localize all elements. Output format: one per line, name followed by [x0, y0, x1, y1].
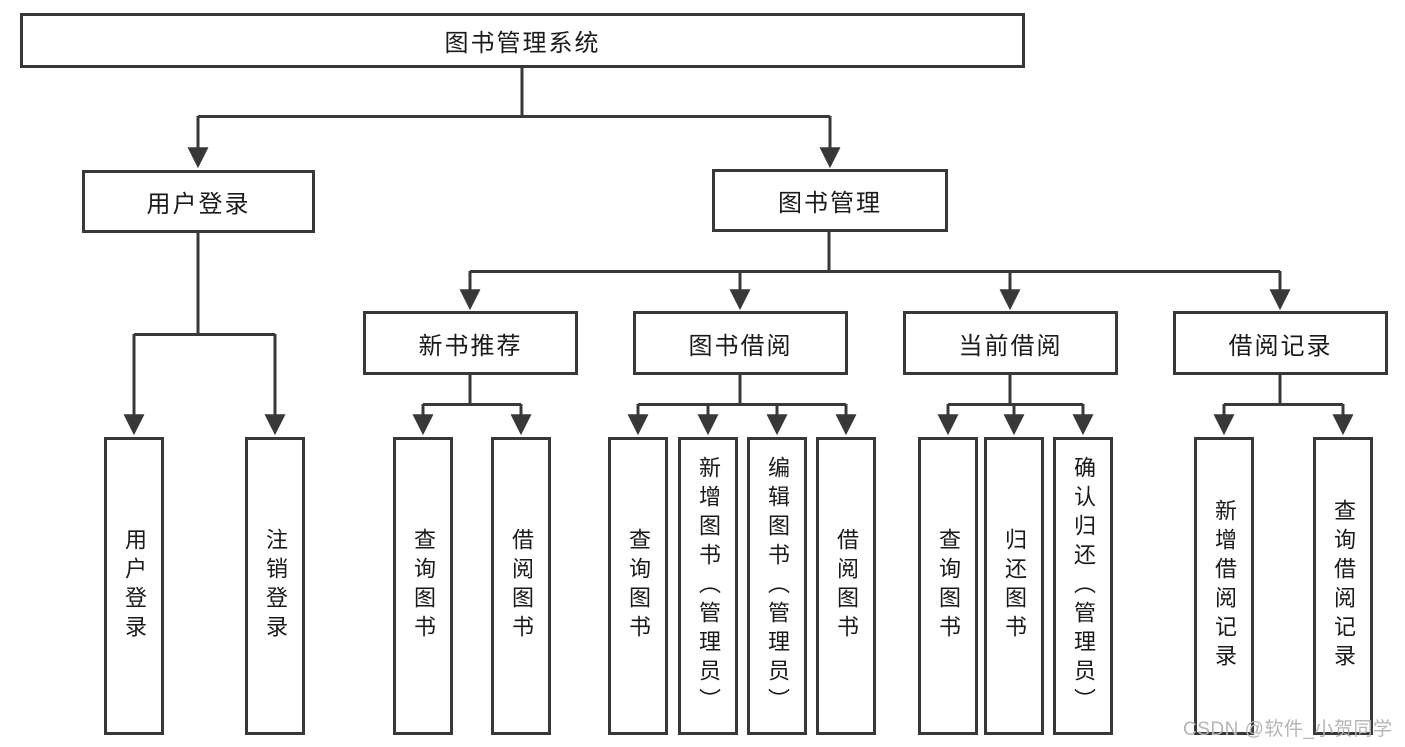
- node-borrow-records: 借阅记录: [1173, 311, 1388, 375]
- node-new-book-recommend: 新书推荐: [363, 311, 578, 375]
- node-book-management-label: 图书管理: [778, 190, 882, 217]
- leaf-recommend-borrow-book-label: 借阅图书: [509, 528, 534, 644]
- node-current-borrow: 当前借阅: [903, 311, 1118, 375]
- leaf-borrow-query-book: 查询图书: [608, 437, 668, 735]
- leaf-confirm-return-admin-label: 确认归还（管理员）: [1071, 455, 1096, 717]
- leaf-current-query-book: 查询图书: [918, 437, 978, 735]
- leaf-return-book: 归还图书: [984, 437, 1044, 735]
- leaf-edit-book-admin: 编辑图书（管理员）: [747, 437, 807, 735]
- leaf-logout-label: 注销登录: [263, 528, 288, 644]
- leaf-current-query-book-label: 查询图书: [936, 528, 961, 644]
- leaf-add-book-admin: 新增图书（管理员）: [678, 437, 738, 735]
- node-book-management: 图书管理: [712, 169, 948, 232]
- leaf-recommend-query-book: 查询图书: [393, 437, 453, 735]
- node-book-borrow-label: 图书借阅: [688, 332, 793, 360]
- leaf-return-book-label: 归还图书: [1002, 528, 1027, 644]
- leaf-add-book-admin-label: 新增图书（管理员）: [696, 455, 721, 717]
- leaf-borrow-query-book-label: 查询图书: [626, 528, 651, 644]
- leaf-confirm-return-admin: 确认归还（管理员）: [1053, 437, 1113, 735]
- leaf-user-login-label: 用户登录: [122, 528, 147, 644]
- leaf-recommend-query-book-label: 查询图书: [411, 528, 436, 644]
- leaf-logout: 注销登录: [245, 437, 305, 735]
- watermark: CSDN @软件_小贺同学: [1183, 719, 1393, 740]
- node-new-book-recommend-label: 新书推荐: [418, 332, 523, 360]
- node-library-system-label: 图书管理系统: [444, 30, 601, 57]
- node-borrow-records-label: 借阅记录: [1228, 332, 1333, 360]
- leaf-query-borrow-record-label: 查询借阅记录: [1331, 499, 1356, 673]
- node-book-borrow: 图书借阅: [633, 311, 848, 375]
- leaf-user-login: 用户登录: [104, 437, 164, 735]
- node-user-login: 用户登录: [82, 170, 315, 233]
- leaf-add-borrow-record: 新增借阅记录: [1194, 437, 1254, 735]
- leaf-recommend-borrow-book: 借阅图书: [491, 437, 551, 735]
- leaf-query-borrow-record: 查询借阅记录: [1313, 437, 1373, 735]
- node-current-borrow-label: 当前借阅: [958, 332, 1063, 360]
- node-user-login-label: 用户登录: [146, 191, 251, 218]
- leaf-edit-book-admin-label: 编辑图书（管理员）: [765, 455, 790, 717]
- leaf-borrow-book: 借阅图书: [816, 437, 876, 735]
- leaf-borrow-book-label: 借阅图书: [834, 528, 859, 644]
- leaf-add-borrow-record-label: 新增借阅记录: [1212, 499, 1237, 673]
- node-library-system: 图书管理系统: [20, 13, 1025, 68]
